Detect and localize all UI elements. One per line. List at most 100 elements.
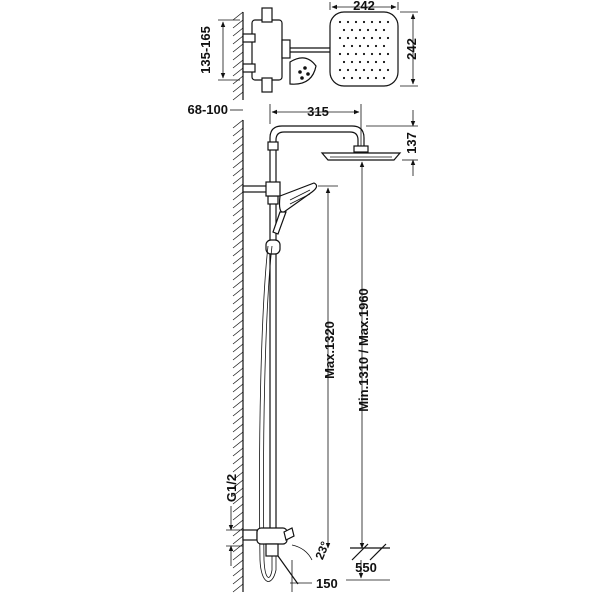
dimension-head-width: 242 — [329, 0, 399, 13]
nozzle-dot — [338, 52, 342, 56]
nozzle-dot — [386, 52, 390, 56]
wall-hatch-line — [232, 175, 244, 185]
wall-hatch-line — [232, 199, 244, 209]
wall-hatch-line — [232, 367, 244, 377]
dimension-head-height: 242 — [400, 11, 419, 87]
wall-hatch-line — [232, 351, 244, 361]
nozzle-dot — [362, 68, 366, 72]
wall-hatch-line — [232, 255, 244, 265]
nozzle-dot — [378, 52, 382, 56]
wall-hatch-line — [232, 287, 244, 297]
wall-hatch-line — [232, 135, 244, 145]
wall-hatch-line — [232, 11, 244, 21]
label-overall: Min.1310 / Max.1960 — [356, 288, 371, 412]
nozzle-dot — [354, 52, 358, 56]
nozzle-dot — [374, 76, 378, 80]
nozzle-dot — [338, 36, 342, 40]
nozzle-dot — [342, 60, 346, 64]
nozzle-dot — [378, 36, 382, 40]
wall-hatch-line — [232, 27, 244, 37]
wall-top-hatch — [232, 11, 244, 101]
nozzle-dot — [374, 44, 378, 48]
wall-hatch-line — [232, 239, 244, 249]
nozzle-dot — [350, 76, 354, 80]
wall-hatch-line — [232, 271, 244, 281]
nozzle-dot — [374, 28, 378, 32]
nozzle-dot — [386, 36, 390, 40]
nozzle-dot — [358, 60, 362, 64]
side-view: 68-100 315 137 Max.1320 Min.1310 / Max.1… — [188, 102, 419, 593]
nozzle-dot — [338, 68, 342, 72]
nozzle-dot — [362, 36, 366, 40]
wall-hatch-line — [232, 551, 244, 561]
top-view: 242 242 135-165 — [198, 0, 419, 101]
nozzle-dot — [366, 76, 370, 80]
nozzle-dot — [358, 76, 362, 80]
nozzle-dot — [358, 28, 362, 32]
nozzle-dot — [382, 44, 386, 48]
wall-hatch-line — [232, 463, 244, 473]
wall-hatch-line — [232, 383, 244, 393]
wall-hatch-line — [232, 439, 244, 449]
dimension-valve-depth: 135-165 — [198, 19, 240, 81]
hand-shower-side — [272, 182, 318, 235]
nozzle-dot — [370, 52, 374, 56]
nozzle-dot — [346, 52, 350, 56]
nozzle-dot — [338, 20, 342, 24]
nozzle-dot — [350, 44, 354, 48]
nozzle-dot — [366, 44, 370, 48]
dimension-floor-height: 550 — [346, 543, 390, 581]
nozzle-dot — [382, 60, 386, 64]
nozzle-dot — [346, 68, 350, 72]
wall-hatch-line — [232, 119, 244, 129]
wall-hatch-line — [232, 43, 244, 53]
nozzle-dot — [342, 76, 346, 80]
label-floor-height: 550 — [355, 560, 377, 575]
wall-hatch-line — [232, 303, 244, 313]
wall-hatch-line — [232, 503, 244, 513]
wall-hatch-line — [232, 311, 244, 321]
wall-hatch-line — [232, 391, 244, 401]
label-spout-angle: 23° — [312, 539, 332, 561]
nozzle-dot — [354, 20, 358, 24]
wall-hatch-line — [232, 183, 244, 193]
label-242-height: 242 — [404, 38, 419, 60]
nozzle-dot — [362, 20, 366, 24]
nozzle-dot — [354, 36, 358, 40]
wall-hatch-line — [232, 343, 244, 353]
wall-hatch-line — [232, 83, 244, 93]
nozzle-dot — [346, 20, 350, 24]
nozzle-dot — [370, 36, 374, 40]
nozzle-dot — [374, 60, 378, 64]
wall-hatch-line — [232, 191, 244, 201]
wall-hatch-line — [232, 495, 244, 505]
wall-hatch-line — [232, 247, 244, 257]
nozzle-dot — [382, 28, 386, 32]
nozzle-dot — [382, 76, 386, 80]
wall-hatch-line — [232, 127, 244, 137]
wall-hatch-line — [232, 399, 244, 409]
wall-hatch-line — [232, 215, 244, 225]
dimension-hand-max: Max.1320 — [318, 185, 338, 549]
nozzle-dot — [366, 28, 370, 32]
nozzle-dot — [350, 28, 354, 32]
dimension-spout-angle: 23° — [291, 539, 332, 562]
wall-hatch-line — [232, 559, 244, 569]
wall-hatch-line — [232, 535, 244, 545]
nozzle-dot — [346, 36, 350, 40]
label-valve-depth: 135-165 — [198, 26, 213, 74]
dimension-arm-reach: 315 — [269, 104, 362, 146]
wall-hatch-line — [232, 35, 244, 45]
wall-hatch-line — [232, 143, 244, 153]
wall-hatch-line — [232, 375, 244, 385]
nozzle-dot — [342, 44, 346, 48]
head-shower-top-view — [329, 11, 399, 87]
label-head-drop: 137 — [404, 132, 419, 154]
wall-hatch-line — [232, 335, 244, 345]
head-shower-side — [320, 145, 402, 161]
wall-hatch-line — [232, 91, 244, 101]
wall-hatch-line — [232, 319, 244, 329]
label-arm-reach: 315 — [307, 104, 329, 119]
wall-hatch-line — [232, 543, 244, 553]
wall-hatch-line — [232, 167, 244, 177]
